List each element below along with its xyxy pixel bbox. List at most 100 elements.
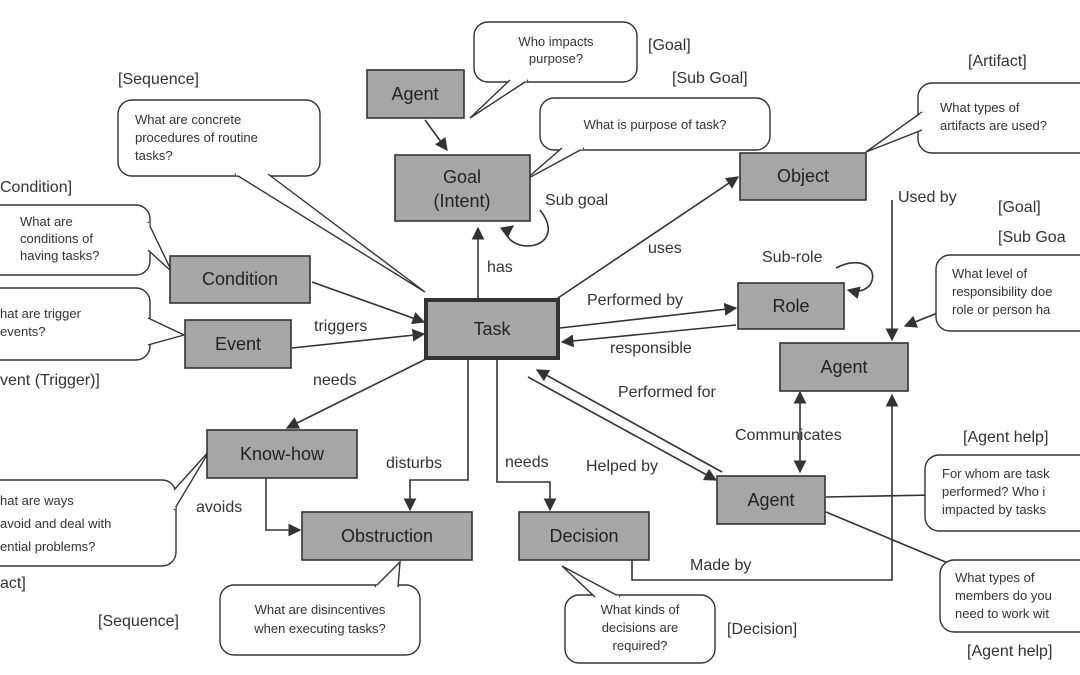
edge-agent-members — [825, 511, 961, 569]
edge-sub-role-loop — [835, 262, 874, 300]
node-agent-mid[interactable]: Agent — [716, 475, 826, 525]
svg-text:procedures of routine: procedures of routine — [135, 130, 258, 145]
svg-text:Agent: Agent — [747, 490, 794, 510]
label-avoids: avoids — [196, 499, 242, 516]
edge-condition-task — [311, 281, 426, 325]
tag-event-left: vent (Trigger)] — [0, 372, 100, 389]
node-object[interactable]: Object — [739, 152, 867, 201]
node-knowhow[interactable]: Know-how — [206, 429, 358, 479]
node-agent-right[interactable]: Agent — [779, 342, 909, 392]
question-bubbles: Who impacts purpose? What is purpose of … — [0, 21, 1080, 664]
svg-text:Agent: Agent — [820, 357, 867, 377]
svg-text:role or person ha: role or person ha — [952, 302, 1051, 317]
svg-text:Obstruction: Obstruction — [341, 526, 433, 546]
label-communicates: Communicates — [735, 427, 842, 444]
svg-text:What are disincentives: What are disincentives — [255, 602, 386, 617]
svg-text:Object: Object — [777, 166, 829, 186]
bubble-procedures: What are concrete procedures of routine … — [117, 99, 426, 293]
svg-text:performed? Who i: performed? Who i — [942, 484, 1045, 499]
svg-text:decisions are: decisions are — [602, 620, 679, 635]
edge-avoids — [265, 478, 302, 537]
label-sub-goal: Sub goal — [545, 192, 608, 209]
svg-text:having tasks?: having tasks? — [20, 248, 100, 263]
bubble-for-whom: For whom are task performed? Who i impac… — [924, 454, 1080, 532]
bubble-members: What types of members do you need to wor… — [939, 559, 1080, 633]
svg-text:What kinds of: What kinds of — [601, 602, 680, 617]
label-has: has — [487, 259, 513, 276]
svg-text:impacted by tasks: impacted by tasks — [942, 502, 1047, 517]
tag-sub-goal-right: [Sub Goa — [998, 229, 1066, 246]
bubble-conditions: What are conditions of having tasks? — [0, 204, 173, 276]
edge-triggers — [291, 328, 426, 349]
svg-text:What are concrete: What are concrete — [135, 112, 241, 127]
node-obstruction[interactable]: Obstruction — [301, 511, 473, 561]
label-needs-knowhow: needs — [313, 372, 357, 389]
svg-text:Goal: Goal — [443, 167, 481, 187]
edge-helped-by — [527, 376, 718, 481]
tag-sequence-bottom: [Sequence] — [98, 613, 179, 630]
tag-sequence-top: [Sequence] — [118, 71, 199, 88]
node-condition[interactable]: Condition — [169, 255, 311, 304]
nodes: Task Goal (Intent) Agent Object Role Age… — [169, 69, 909, 561]
label-performed-by: Performed by — [587, 292, 683, 309]
bubble-disincentives: What are disincentives when executing ta… — [219, 560, 421, 656]
edge-disturbs — [403, 360, 469, 512]
svg-text:conditions of: conditions of — [20, 231, 93, 246]
svg-text:tasks?: tasks? — [135, 148, 173, 163]
svg-text:What types of: What types of — [940, 100, 1020, 115]
label-triggers: triggers — [314, 318, 367, 335]
tag-agent-help-top: [Agent help] — [963, 429, 1048, 446]
label-sub-role: Sub-role — [762, 249, 823, 266]
svg-text:hat are trigger: hat are trigger — [0, 306, 82, 321]
node-event[interactable]: Event — [184, 319, 292, 369]
svg-text:required?: required? — [613, 638, 668, 653]
bubble-responsibility: What level of responsibility doe role or… — [935, 254, 1080, 332]
tag-agent-help-bottom: [Agent help] — [967, 643, 1052, 660]
tag-condition-left: Condition] — [0, 179, 72, 196]
category-tags: [Goal] [Sub Goal] [Sequence] [Artifact] … — [0, 37, 1066, 660]
svg-text:Event: Event — [215, 334, 261, 354]
tag-sub-goal-top: [Sub Goal] — [672, 70, 748, 87]
node-role[interactable]: Role — [737, 282, 845, 330]
edge-needs-knowhow — [285, 357, 429, 429]
label-uses: uses — [648, 240, 682, 257]
edge-labels: has Sub goal uses Used by Performed by r… — [196, 189, 957, 574]
svg-text:events?: events? — [0, 324, 46, 339]
svg-text:members do you: members do you — [955, 588, 1052, 603]
svg-text:What level of: What level of — [952, 266, 1028, 281]
svg-text:ential problems?: ential problems? — [0, 539, 95, 554]
svg-text:What are: What are — [20, 214, 73, 229]
bubble-trigger: hat are trigger events? — [0, 287, 187, 361]
svg-text:What types of: What types of — [955, 570, 1035, 585]
svg-text:when executing tasks?: when executing tasks? — [253, 621, 386, 636]
node-decision[interactable]: Decision — [518, 511, 650, 561]
bubble-artifacts: What types of artifacts are used? — [865, 82, 1080, 154]
tag-goal-right: [Goal] — [998, 199, 1041, 216]
tag-artifact-left: act] — [0, 575, 26, 592]
label-disturbs: disturbs — [386, 455, 442, 472]
svg-text:hat are ways: hat are ways — [0, 493, 74, 508]
label-performed-for: Performed for — [618, 384, 716, 401]
tag-decision-bottom: [Decision] — [727, 621, 797, 638]
svg-text:avoid and deal with: avoid and deal with — [0, 516, 111, 531]
svg-text:For whom are task: For whom are task — [942, 466, 1050, 481]
label-needs-decision: needs — [505, 454, 549, 471]
edge-made-by — [631, 393, 899, 581]
svg-text:(Intent): (Intent) — [433, 191, 490, 211]
svg-text:responsibility doe: responsibility doe — [952, 284, 1052, 299]
tag-goal-top: [Goal] — [648, 37, 691, 54]
node-goal[interactable]: Goal (Intent) — [394, 154, 531, 222]
bubble-ways: hat are ways avoid and deal with ential … — [0, 449, 211, 567]
edges — [265, 119, 961, 581]
svg-text:Know-how: Know-how — [240, 444, 325, 464]
node-task[interactable]: Task — [424, 298, 560, 360]
edge-performed-by — [559, 302, 738, 329]
node-agent-top[interactable]: Agent — [366, 69, 465, 119]
bubble-purpose-task: What is purpose of task? — [524, 97, 771, 181]
edge-uses — [557, 176, 740, 299]
edge-needs-decision — [496, 360, 557, 512]
edge-responsible — [560, 324, 737, 348]
svg-text:need to work wit: need to work wit — [955, 606, 1049, 621]
label-helped-by: Helped by — [586, 458, 658, 475]
tag-artifact-top: [Artifact] — [968, 53, 1027, 70]
